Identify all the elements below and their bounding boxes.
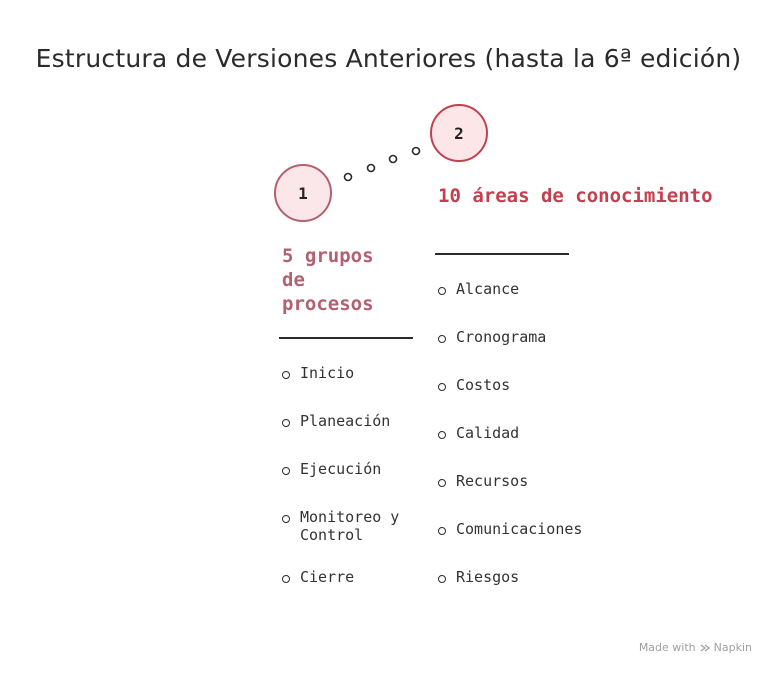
napkin-logo-icon bbox=[700, 643, 710, 652]
made-with-napkin-footer: Made with Napkin bbox=[639, 641, 752, 654]
list-item: Inicio bbox=[300, 364, 355, 382]
list-item: Riesgos bbox=[456, 568, 520, 586]
connector-dot bbox=[343, 172, 353, 182]
list-item: Cronograma bbox=[456, 328, 547, 346]
knowledge-areas-heading: 10 áreas de conocimiento bbox=[438, 185, 713, 207]
list-item: Calidad bbox=[456, 424, 520, 442]
list-item: Cierre bbox=[300, 568, 355, 586]
bullet-icon bbox=[438, 479, 446, 487]
bullet-icon bbox=[282, 575, 290, 583]
napkin-brand-label: Napkin bbox=[713, 641, 752, 654]
connector-dot bbox=[388, 154, 398, 164]
connector-dot bbox=[411, 146, 421, 156]
list-item: Costos bbox=[456, 376, 511, 394]
divider-process-groups bbox=[279, 337, 413, 339]
bullet-icon bbox=[438, 431, 446, 439]
step-badge-1: 1 bbox=[274, 164, 332, 222]
list-item: Alcance bbox=[456, 280, 520, 298]
diagram-title: Estructura de Versiones Anteriores (hast… bbox=[35, 44, 742, 73]
list-item: Planeación bbox=[300, 412, 391, 430]
bullet-icon bbox=[438, 527, 446, 535]
list-item: Monitoreo y Control bbox=[300, 508, 400, 544]
step-badge-2: 2 bbox=[430, 104, 488, 162]
bullet-icon bbox=[438, 335, 446, 343]
bullet-icon bbox=[282, 419, 290, 427]
bullet-icon bbox=[282, 371, 290, 379]
bullet-icon bbox=[282, 515, 290, 523]
list-item: Comunicaciones bbox=[456, 520, 583, 538]
connector-dot bbox=[366, 163, 376, 173]
process-groups-heading: 5 grupos de procesos bbox=[282, 245, 374, 315]
list-item: Recursos bbox=[456, 472, 529, 490]
bullet-icon bbox=[438, 383, 446, 391]
bullet-icon bbox=[438, 287, 446, 295]
divider-knowledge-areas bbox=[435, 253, 569, 255]
list-item: Ejecución bbox=[300, 460, 382, 478]
bullet-icon bbox=[282, 467, 290, 475]
bullet-icon bbox=[438, 575, 446, 583]
made-with-label: Made with bbox=[638, 641, 696, 654]
